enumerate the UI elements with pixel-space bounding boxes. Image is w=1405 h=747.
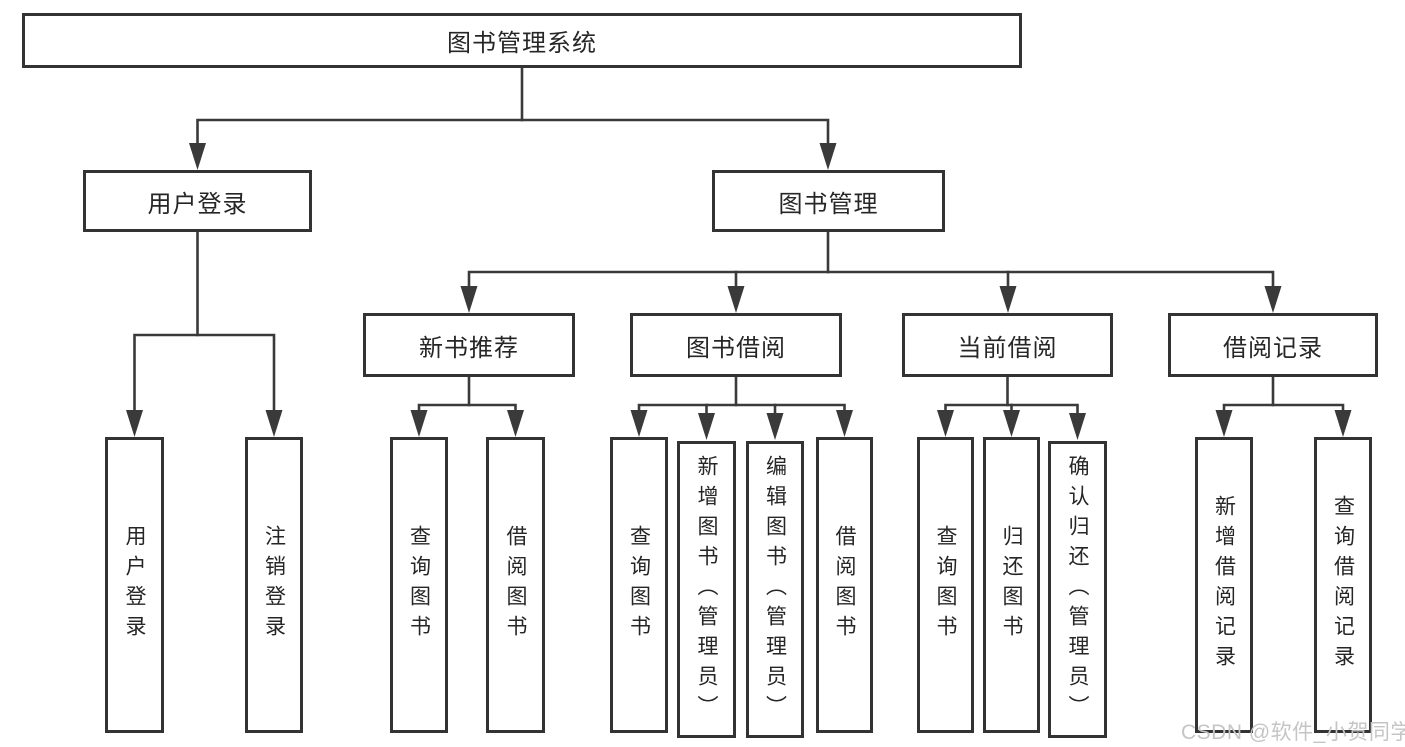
node-leaf-edit-books-admin: 编辑图书（管理员） [746, 441, 804, 738]
node-leaf-borrow-books-borrowing: 借阅图书 [816, 437, 873, 733]
node-leaf-query-books-current: 查询图书 [917, 437, 974, 733]
arrowhead [999, 286, 1017, 313]
csdn-watermark: CSDN @软件_小贺同学 [1181, 721, 1405, 744]
node-book-management-module: 图书管理 [712, 170, 945, 232]
arrowhead [836, 410, 853, 437]
node-borrowing-records: 借阅记录 [1168, 313, 1378, 377]
arrowhead [507, 410, 524, 437]
node-leaf-add-borrow-record: 新增借阅记录 [1195, 437, 1253, 733]
node-leaf-add-books-admin: 新增图书（管理员） [677, 441, 736, 738]
arrowhead [189, 143, 206, 170]
arrowhead [727, 286, 745, 313]
node-leaf-query-borrow-record: 查询借阅记录 [1314, 437, 1372, 733]
arrowhead [460, 286, 478, 313]
node-new-book-recommendation: 新书推荐 [363, 313, 575, 377]
arrowhead [1069, 413, 1086, 440]
arrowhead [1003, 410, 1020, 437]
arrowhead [937, 410, 954, 437]
arrowhead [1264, 286, 1282, 313]
node-book-borrowing: 图书借阅 [630, 313, 842, 377]
node-leaf-query-books-borrowing: 查询图书 [610, 437, 668, 733]
arrowhead [819, 143, 837, 170]
arrowhead [698, 413, 715, 440]
node-library-management-system: 图书管理系统 [22, 13, 1022, 68]
arrowhead [265, 410, 283, 437]
arrowhead [410, 410, 428, 437]
node-leaf-user-login: 用户登录 [105, 437, 164, 733]
arrowhead [766, 413, 784, 440]
arrowhead [126, 410, 143, 437]
arrowhead [630, 410, 648, 437]
node-current-borrowing: 当前借阅 [902, 313, 1113, 377]
node-leaf-return-books: 归还图书 [983, 437, 1040, 733]
node-leaf-borrow-books-recommend: 借阅图书 [486, 437, 545, 733]
node-leaf-confirm-return-admin: 确认归还（管理员） [1048, 441, 1107, 738]
arrowhead [1215, 410, 1233, 437]
node-leaf-query-books-recommend: 查询图书 [390, 437, 448, 733]
node-user-login-module: 用户登录 [83, 170, 312, 232]
node-leaf-logout: 注销登录 [245, 437, 303, 733]
arrowhead [1334, 410, 1352, 437]
